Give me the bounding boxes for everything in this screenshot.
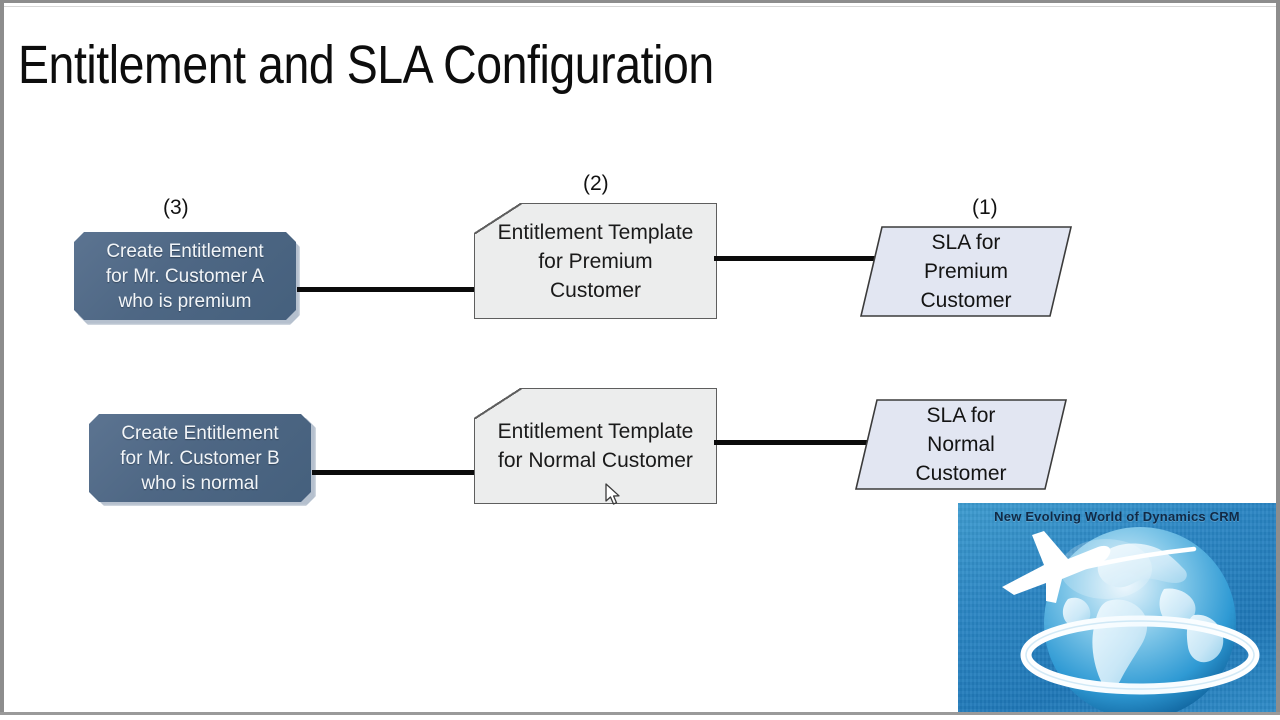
template-normal-box[interactable]: Entitlement Template for Normal Customer xyxy=(474,388,717,504)
slide-border-left xyxy=(0,0,4,714)
template-normal-label: Entitlement Template for Normal Customer xyxy=(497,420,694,472)
arrow-cursor xyxy=(605,483,623,512)
sla-premium-box[interactable]: SLA for Premium Customer xyxy=(859,226,1073,317)
connector-template-premium-to-sla-premium xyxy=(714,256,882,261)
connector-entitlement-b-to-template-normal xyxy=(312,470,478,475)
step-label-3: (3) xyxy=(163,196,189,219)
slide-border-top xyxy=(0,0,1280,3)
entitlement-normal-box[interactable]: Create Entitlement for Mr. Customer B wh… xyxy=(89,414,311,502)
airplane-icon xyxy=(1002,531,1197,603)
orbit-ring-icon xyxy=(1020,615,1260,695)
sla-premium-label: SLA for Premium Customer xyxy=(920,231,1012,312)
connector-entitlement-a-to-template-premium xyxy=(297,287,478,292)
slide-inner-rule xyxy=(4,6,1276,7)
step-label-2: (2) xyxy=(583,172,609,195)
sla-normal-label: SLA for Normal Customer xyxy=(915,404,1007,485)
slide-border-bottom xyxy=(0,712,1280,715)
sla-premium-shape xyxy=(859,226,1073,317)
connector-template-normal-to-sla-normal xyxy=(714,440,877,445)
template-premium-box[interactable]: Entitlement Template for Premium Custome… xyxy=(474,203,717,319)
template-premium-label: Entitlement Template for Premium Custome… xyxy=(497,220,694,302)
sla-normal-shape xyxy=(854,399,1068,490)
entitlement-normal-label: Create Entitlement for Mr. Customer B wh… xyxy=(120,422,280,494)
slide-border-right xyxy=(1276,0,1280,714)
step-label-1: (1) xyxy=(972,196,998,219)
sla-normal-box[interactable]: SLA for Normal Customer xyxy=(854,399,1068,490)
entitlement-premium-box[interactable]: Create Entitlement for Mr. Customer A wh… xyxy=(74,232,296,320)
logo-caption: New Evolving World of Dynamics CRM xyxy=(994,509,1240,524)
page-title: Entitlement and SLA Configuration xyxy=(18,35,714,95)
brand-logo: New Evolving World of Dynamics CRM xyxy=(958,503,1276,712)
entitlement-premium-label: Create Entitlement for Mr. Customer A wh… xyxy=(105,240,265,312)
